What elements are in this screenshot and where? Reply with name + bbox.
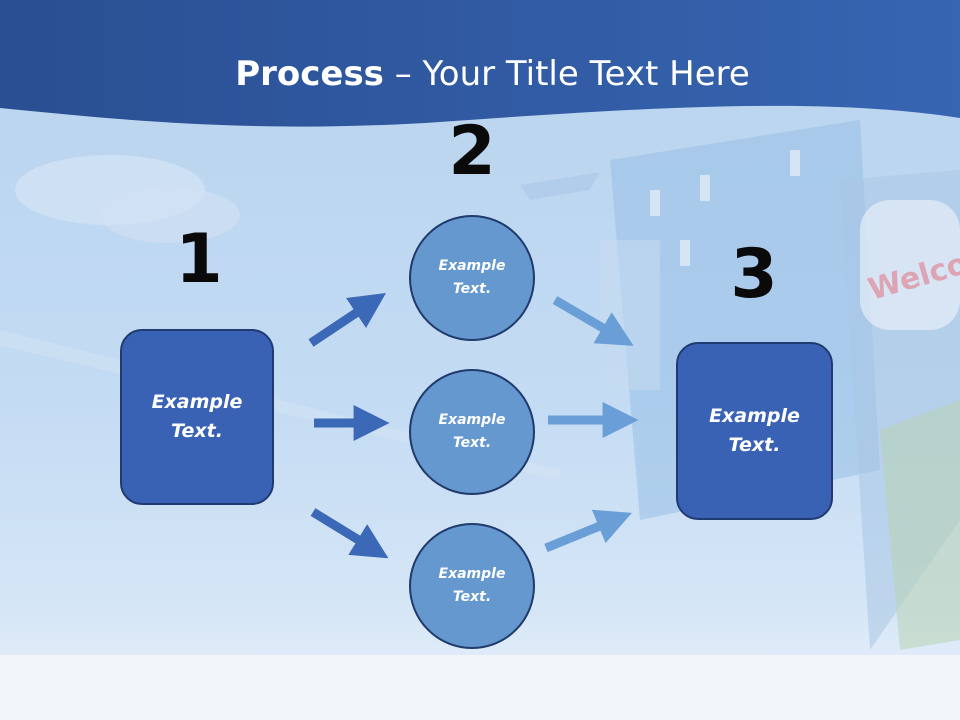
step-3-box: Example Text.: [676, 342, 833, 520]
circle-middle: Example Text.: [409, 369, 535, 495]
circle-top: Example Text.: [409, 215, 535, 341]
slide-title: Process – Your Title Text Here: [0, 52, 960, 96]
step-3-label: Example Text.: [709, 405, 800, 456]
step-number-1: 1: [175, 220, 223, 299]
step-number-3: 3: [730, 235, 778, 314]
circle-bottom: Example Text.: [409, 523, 535, 649]
circle-bottom-label: Example Text.: [438, 566, 506, 605]
step-number-2: 2: [448, 112, 496, 191]
arrow-circle-bottom-to-3: [544, 509, 632, 553]
arrow-1-to-circle-bottom: [310, 508, 389, 559]
circle-top-label: Example Text.: [438, 258, 506, 297]
circle-middle-label: Example Text.: [438, 412, 506, 451]
arrow-circle-top-to-3: [552, 296, 634, 346]
header-band: [0, 0, 960, 127]
step-1-box: Example Text.: [120, 329, 274, 505]
step-1-label: Example Text.: [151, 391, 243, 442]
title-bold: Process: [235, 54, 384, 94]
footer-band: [0, 655, 960, 720]
arrow-1-to-circle-top: [308, 293, 386, 347]
title-rest: – Your Title Text Here: [383, 54, 750, 94]
